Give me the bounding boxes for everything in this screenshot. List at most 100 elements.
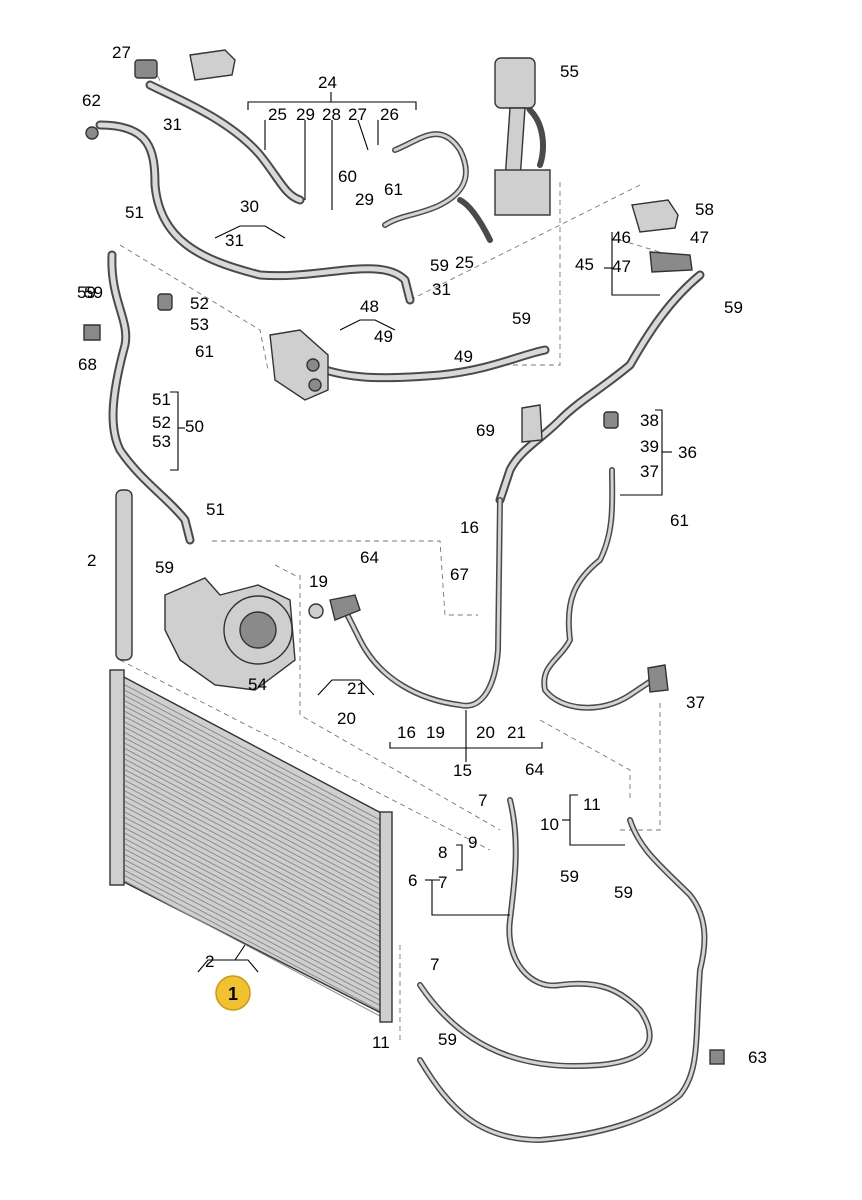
condenser-fin-line [124,695,383,833]
callout-6: 6 [408,871,417,890]
condenser-fin-line [124,822,383,960]
callout-20: 20 [337,709,356,728]
callout-55: 55 [560,62,579,81]
o-ring-19 [308,603,324,619]
clip-62 [85,126,99,140]
callout-2: 2 [87,551,96,570]
highlight-circle[interactable] [215,975,251,1011]
callout-59: 59 [614,883,633,902]
callout-60: 60 [338,167,357,186]
callout-59: 59 [512,309,531,328]
callout-52: 52 [152,413,171,432]
condenser-fin-line [124,870,383,1007]
condenser-fin-line [124,832,383,970]
callout-68: 68 [78,355,97,374]
callout-59: 59 [155,558,174,577]
highlight-label[interactable]: 1 [228,984,238,1004]
callout-19: 19 [426,723,445,742]
callout-59: 59 [77,283,96,302]
components [83,49,725,1065]
callout-50: 50 [185,417,204,436]
callout-64: 64 [360,548,379,567]
callout-48: 48 [360,297,379,316]
condenser-fin-line [124,732,383,870]
condenser-fin-line [124,838,383,976]
callout-19: 19 [309,572,328,591]
condenser-fin-line [124,726,383,864]
condenser-fin-line [124,758,383,896]
callout-28: 28 [322,105,341,124]
condenser-fin-line [124,854,383,992]
callout-31: 31 [432,280,451,299]
condenser-fin-line [124,790,383,928]
callout-46: 46 [612,228,631,247]
callout-51: 51 [125,203,144,222]
callout-11: 11 [583,795,601,814]
callout-26: 26 [380,105,399,124]
callout-9: 9 [468,833,477,852]
callout-21: 21 [347,679,366,698]
condenser-fin-line [124,711,383,848]
refrigerant-lines [95,80,708,1143]
callout-8: 8 [438,843,447,862]
condenser-fin-line [124,811,383,949]
cap-38 [603,411,619,429]
callout-29: 29 [355,190,374,209]
callout-52: 52 [190,294,209,313]
callout-47: 47 [690,228,709,247]
condenser-fin-line [124,785,383,923]
port-48a [306,358,320,372]
heat-exchanger-59 [494,169,551,216]
condenser-fin-line [124,753,383,891]
callout-61: 61 [195,342,214,361]
highlighted-part-marker[interactable]: 1 [215,975,251,1011]
clip-63 [709,1049,725,1065]
condenser-fin-line [124,806,383,944]
callout-25: 25 [268,105,287,124]
callout-59: 59 [724,298,743,317]
callout-16: 16 [397,723,416,742]
condenser-fin-line [124,880,383,1018]
fitting-15 [329,594,361,621]
callout-31: 31 [225,231,244,250]
condenser-fin-line [124,689,383,827]
callout-30: 30 [240,197,259,216]
pressure-sensor-58 [631,199,679,233]
condenser-fin-line [124,875,383,1013]
condenser-fin-line [124,795,383,933]
condenser-1 [109,669,393,1023]
callout-51: 51 [152,390,171,409]
callout-16: 16 [460,518,479,537]
fitting-37 [647,664,669,693]
callout-27: 27 [348,105,367,124]
callout-53: 53 [152,432,171,451]
callout-51: 51 [206,500,225,519]
callout-21: 21 [507,723,526,742]
condenser-fin-line [124,748,383,886]
bracket-55 [504,107,526,181]
pressure-switch-top [189,49,236,81]
condenser-fin-line [124,817,383,954]
condenser-fin-line [124,774,383,912]
callout-29: 29 [296,105,315,124]
port-48b [308,378,322,392]
callout-37: 37 [686,693,705,712]
condenser-fin-line [124,848,383,986]
callout-37: 37 [640,462,659,481]
callout-64: 64 [525,760,544,779]
condenser-fin-line [124,721,383,859]
callout-10: 10 [540,815,559,834]
callout-59: 59 [560,867,579,886]
callout-15: 15 [453,761,472,780]
callout-31: 31 [163,115,182,134]
callout-7: 7 [478,791,487,810]
callout-38: 38 [640,411,659,430]
callout-62: 62 [82,91,101,110]
cap-69 [521,404,543,443]
condenser-fin-line [124,769,383,907]
condenser-fin-line [124,764,383,901]
callout-69: 69 [476,421,495,440]
callout-11: 11 [372,1033,390,1052]
